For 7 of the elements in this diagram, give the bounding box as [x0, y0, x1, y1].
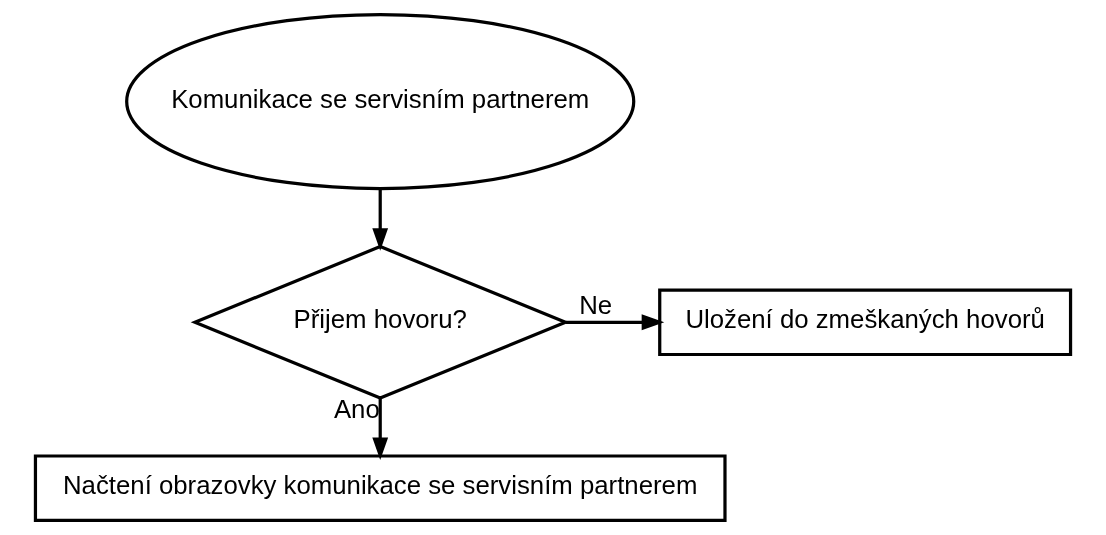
arrow: [372, 189, 389, 251]
arrow: [565, 314, 665, 331]
arrow: [372, 398, 389, 461]
edge-label: Ne: [579, 290, 613, 319]
node-box: Načtení obrazovky komunikace se servisním partnerem: [33, 454, 727, 523]
node-ellipse: Komunikace se servisním partnerem: [125, 12, 636, 191]
node-box: Uložení do zmeškaných hovorů: [658, 288, 1073, 357]
